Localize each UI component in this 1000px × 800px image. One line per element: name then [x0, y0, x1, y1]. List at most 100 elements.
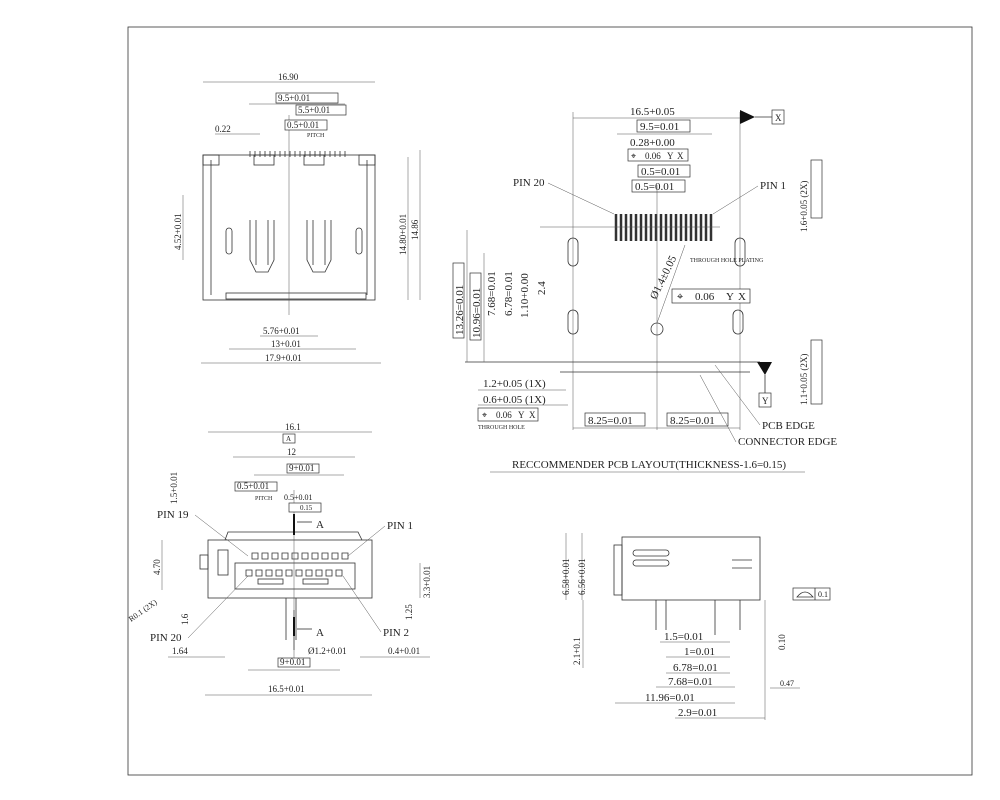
dim-9-top: 9+0.01 — [289, 463, 314, 473]
dim-half-a: 8.25=0.01 — [588, 415, 633, 427]
pin20-label: PIN 20 — [513, 177, 545, 189]
dim-0-47: 0.47 — [780, 679, 794, 688]
dim-d: 0.22 — [215, 124, 231, 134]
dim-pcb-width: 16.5+0.05 — [630, 106, 675, 118]
dim-pin-span: 9.5=0.01 — [640, 121, 679, 133]
dim-c: 0.5+0.01 — [287, 120, 319, 130]
pcb-pad-row — [614, 214, 713, 241]
side-view: 6.58+0.01 6.56+0.01 2.1+0.1 1.5=0.01 1=0… — [561, 533, 831, 720]
pcb-layout-title: RECCOMMENDER PCB LAYOUT(THICKNESS-1.6=0.… — [512, 459, 786, 471]
fcf3-tol: 0.06 — [496, 410, 512, 420]
dim-bottom-b: 13+0.01 — [271, 339, 301, 349]
pin1-front-label: PIN 1 — [387, 520, 413, 532]
sheet-border — [127, 26, 973, 776]
dim-a: 9.5+0.01 — [278, 93, 310, 103]
dim-7-68-side: 7.68=0.01 — [668, 676, 713, 688]
section-a-bottom: A — [316, 627, 324, 639]
dim-2-4: 2.4 — [536, 281, 548, 295]
dim-slot-a: 1.2+0.05 (1X) — [483, 378, 546, 390]
mount-hole-bottom-right — [732, 309, 744, 335]
mount-hole-top-right — [734, 237, 746, 267]
dim-0-10: 0.10 — [777, 634, 787, 650]
bottom-flange — [225, 292, 367, 300]
flatness-value: 0.1 — [818, 590, 828, 599]
through-hole-note: THROUGH HOLE — [478, 425, 525, 431]
dim-pad-width: 0.28+0.00 — [630, 137, 675, 149]
dim-dia-1-2: Ø1.2+0.01 — [308, 646, 347, 656]
dim-pitch-a: 0.5=0.01 — [641, 166, 680, 178]
pitch-label: PITCH — [307, 133, 325, 139]
dim-6-78-side: 6.78=0.01 — [673, 662, 718, 674]
dim-7-68: 7.68=0.01 — [486, 271, 498, 316]
connector-edge-label: CONNECTOR EDGE — [738, 436, 837, 448]
dim-9-bottom: 9+0.01 — [280, 657, 305, 667]
top-view: 16.90 9.5+0.01 5.5+0.01 0.5+0.01 PITCH 0… — [173, 72, 421, 364]
dim-1-64: 1.64 — [172, 646, 188, 656]
mount-hole-top-left — [567, 237, 579, 267]
pin19-label: PIN 19 — [157, 509, 189, 521]
front-pitch-label: PITCH — [255, 496, 273, 502]
dim-6-78: 6.78=0.01 — [503, 271, 515, 316]
contact-right — [306, 220, 332, 273]
fcf3-symbol: ⌖ — [482, 410, 487, 420]
dim-left-height: 4.52+0.01 — [173, 213, 183, 250]
dim-12: 12 — [287, 447, 296, 457]
dim-0-4: 0.4+0.01 — [388, 646, 420, 656]
datum-y-arrow — [757, 362, 772, 375]
fcf-tol: 0.06 — [645, 151, 661, 161]
contact-left — [249, 220, 275, 273]
dim-half-b: 8.25=0.01 — [670, 415, 715, 427]
dim-bottom-c: 17.9+0.01 — [265, 353, 302, 363]
fcf2-symbol: ⌖ — [677, 291, 683, 303]
datum-x-label: X — [775, 113, 782, 123]
mount-hole-bottom-left — [567, 309, 579, 335]
fcf2-tol: 0.06 — [695, 291, 715, 303]
fcf2-datum-y: Y — [726, 291, 734, 303]
dim-10-96: 10.96=0.01 — [471, 288, 483, 338]
pin1-label: PIN 1 — [760, 180, 786, 192]
front-view: 16.1 A 12 9+0.01 0.5+0.01 PITCH 0.5+0.01… — [127, 422, 432, 696]
dim-slot-b: 0.6+0.05 (1X) — [483, 394, 546, 406]
dim-pitch-b: 0.5=0.01 — [635, 181, 674, 193]
dim-bottom-a: 5.76+0.01 — [263, 326, 300, 336]
dim-6-58: 6.58+0.01 — [561, 558, 571, 595]
dim-05-b: 0.5+0.01 — [284, 493, 313, 502]
dim-radius: R0.1 (2X) — [127, 597, 159, 623]
dim-width-top: 16.1 — [285, 422, 301, 432]
dim-hole-bottom-right: 1.1+0.05 (2X) — [799, 354, 809, 405]
dim-6-56: 6.56+0.01 — [577, 558, 587, 595]
fcf3-datum-x: X — [529, 410, 536, 420]
dim-hole-top-right: 1.6+0.05 (2X) — [799, 181, 809, 232]
dim-1-25: 1.25 — [404, 604, 414, 620]
top-pin-row — [249, 151, 346, 157]
socket-opening — [234, 562, 356, 590]
dim-2-9: 2.9=0.01 — [678, 707, 717, 719]
dim-4-70: 4.70 — [152, 559, 162, 575]
dim-b: 5.5+0.01 — [298, 105, 330, 115]
dim-width-total: 16.90 — [278, 72, 299, 82]
pin20-front-label: PIN 20 — [150, 632, 182, 644]
section-a-top: A — [316, 519, 324, 531]
pin2-label: PIN 2 — [383, 627, 409, 639]
fcf3-datum-y: Y — [518, 410, 525, 420]
fcf-symbol: ⌖ — [631, 151, 636, 161]
dim-height-a: 14.80+0.01 — [398, 214, 408, 255]
dim-1-5-side: 1.5=0.01 — [664, 631, 703, 643]
contact-row-lower — [245, 569, 343, 577]
fcf-datum-x: X — [677, 151, 684, 161]
contact-row-upper — [251, 552, 349, 560]
fcf-front-tol: 0.15 — [300, 504, 313, 512]
fcf-datum-y: Y — [667, 151, 674, 161]
pcb-layout-view: 16.5+0.05 X 9.5=0.01 0.28+0.00 ⌖ 0.06 Y … — [452, 106, 837, 473]
fcf2-datum-x: X — [738, 291, 746, 303]
side-body — [621, 536, 761, 601]
dim-3-3: 3.3+0.01 — [422, 566, 432, 598]
dim-1-6: 1.6 — [180, 613, 190, 625]
datum-y-label: Y — [762, 396, 769, 406]
dim-height-b: 14.86 — [410, 219, 420, 240]
datum-a-box: A — [286, 435, 291, 443]
dim-width-bottom: 16.5+0.01 — [268, 684, 305, 694]
datum-x-arrow — [740, 110, 755, 124]
pcb-edge-label: PCB EDGE — [762, 420, 815, 432]
